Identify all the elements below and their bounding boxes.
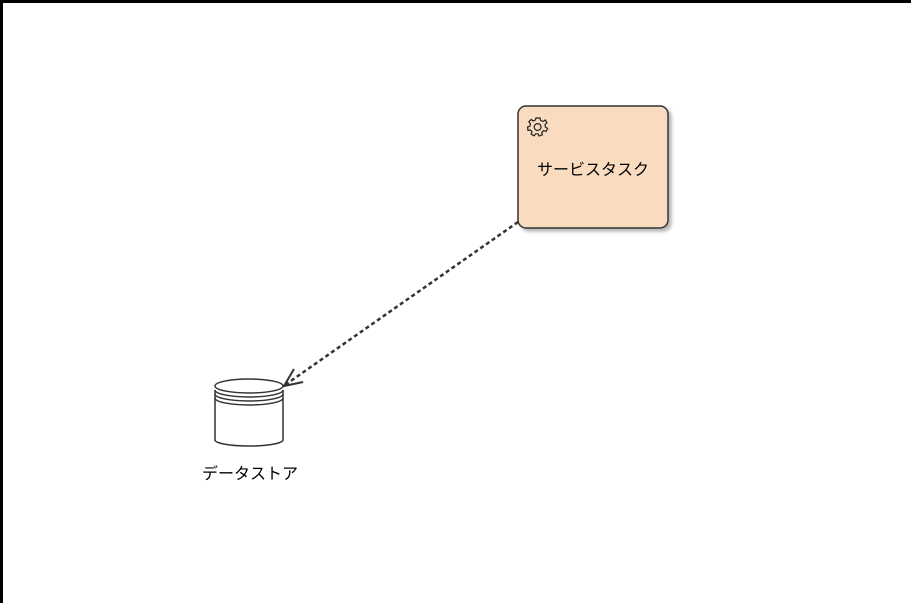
canvas-border-top: [0, 0, 911, 3]
service-task-box[interactable]: [517, 105, 669, 229]
data-association-arrow[interactable]: [281, 220, 519, 388]
gear-icon: [526, 117, 549, 137]
canvas-border-left: [0, 0, 3, 603]
service-task[interactable]: [517, 105, 669, 229]
service-task-label: サービスタスク: [536, 160, 649, 179]
data-store-label: データストア: [201, 464, 298, 483]
data-store[interactable]: [214, 378, 284, 447]
